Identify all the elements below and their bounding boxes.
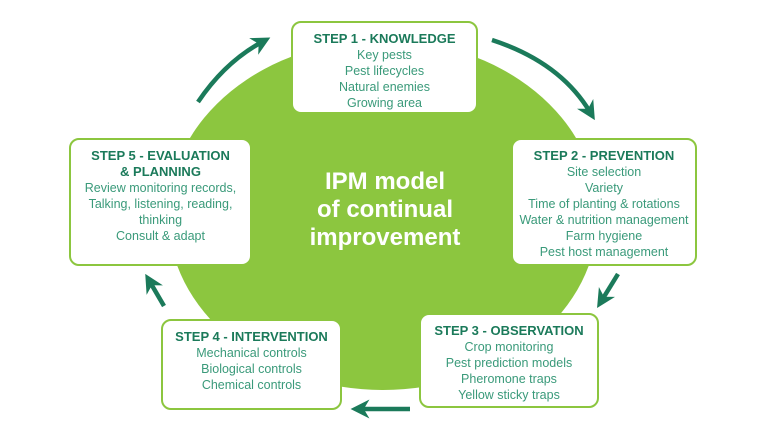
step-item: Site selection xyxy=(566,165,642,179)
step-item: Pheromone traps xyxy=(461,372,557,386)
step-title: STEP 3 - OBSERVATION xyxy=(434,323,584,338)
step-2-prevention-box: STEP 2 - PREVENTION Site selection Varie… xyxy=(511,138,697,266)
center-title-line: improvement xyxy=(309,224,461,251)
step-item: Review monitoring records, xyxy=(84,181,237,195)
step-item: Yellow sticky traps xyxy=(458,388,560,402)
step-item: Farm hygiene xyxy=(565,229,643,243)
step-item: Growing area xyxy=(346,96,423,110)
step-item: Time of planting & rotations xyxy=(528,197,680,211)
step-item: Chemical controls xyxy=(201,378,302,392)
step-item: thinking xyxy=(138,213,183,227)
step-item: Talking, listening, reading, xyxy=(88,197,233,211)
step-item: Pest host management xyxy=(539,245,669,259)
arrow-step1-to-step2 xyxy=(491,37,595,121)
step-item: Consult & adapt xyxy=(116,229,205,243)
center-title-line: of continual xyxy=(317,196,453,223)
step-title: STEP 5 - EVALUATION xyxy=(91,148,230,163)
step-item: Crop monitoring xyxy=(464,340,554,354)
step-4-intervention-box: STEP 4 - INTERVENTION Mechanical control… xyxy=(161,319,342,410)
step-item: Key pests xyxy=(357,48,412,62)
arrow-step5-to-step1 xyxy=(196,37,271,104)
step-title: STEP 1 - KNOWLEDGE xyxy=(313,31,456,46)
arrow-step4-to-step5 xyxy=(145,273,166,308)
step-5-evaluation-planning-box: STEP 5 - EVALUATION & PLANNING Review mo… xyxy=(69,138,252,266)
step-title: STEP 4 - INTERVENTION xyxy=(175,329,328,344)
center-title-line: IPM model xyxy=(324,168,445,195)
step-item: Water & nutrition management xyxy=(519,213,689,227)
step-item: Pest lifecycles xyxy=(344,64,425,78)
center-ellipse xyxy=(168,40,598,390)
arrow-step2-to-step3 xyxy=(597,272,620,309)
step-item: Biological controls xyxy=(201,362,302,376)
step-title: & PLANNING xyxy=(120,164,201,179)
step-item: Mechanical controls xyxy=(196,346,307,360)
center-title: IPM model of continual improvement xyxy=(285,168,485,252)
step-3-observation-box: STEP 3 - OBSERVATION Crop monitoring Pes… xyxy=(419,313,599,408)
step-item: Natural enemies xyxy=(338,80,430,94)
step-item: Pest prediction models xyxy=(445,356,573,370)
step-item: Variety xyxy=(585,181,623,195)
step-title: STEP 2 - PREVENTION xyxy=(533,148,675,163)
step-1-knowledge-box: STEP 1 - KNOWLEDGE Key pests Pest lifecy… xyxy=(291,21,478,114)
